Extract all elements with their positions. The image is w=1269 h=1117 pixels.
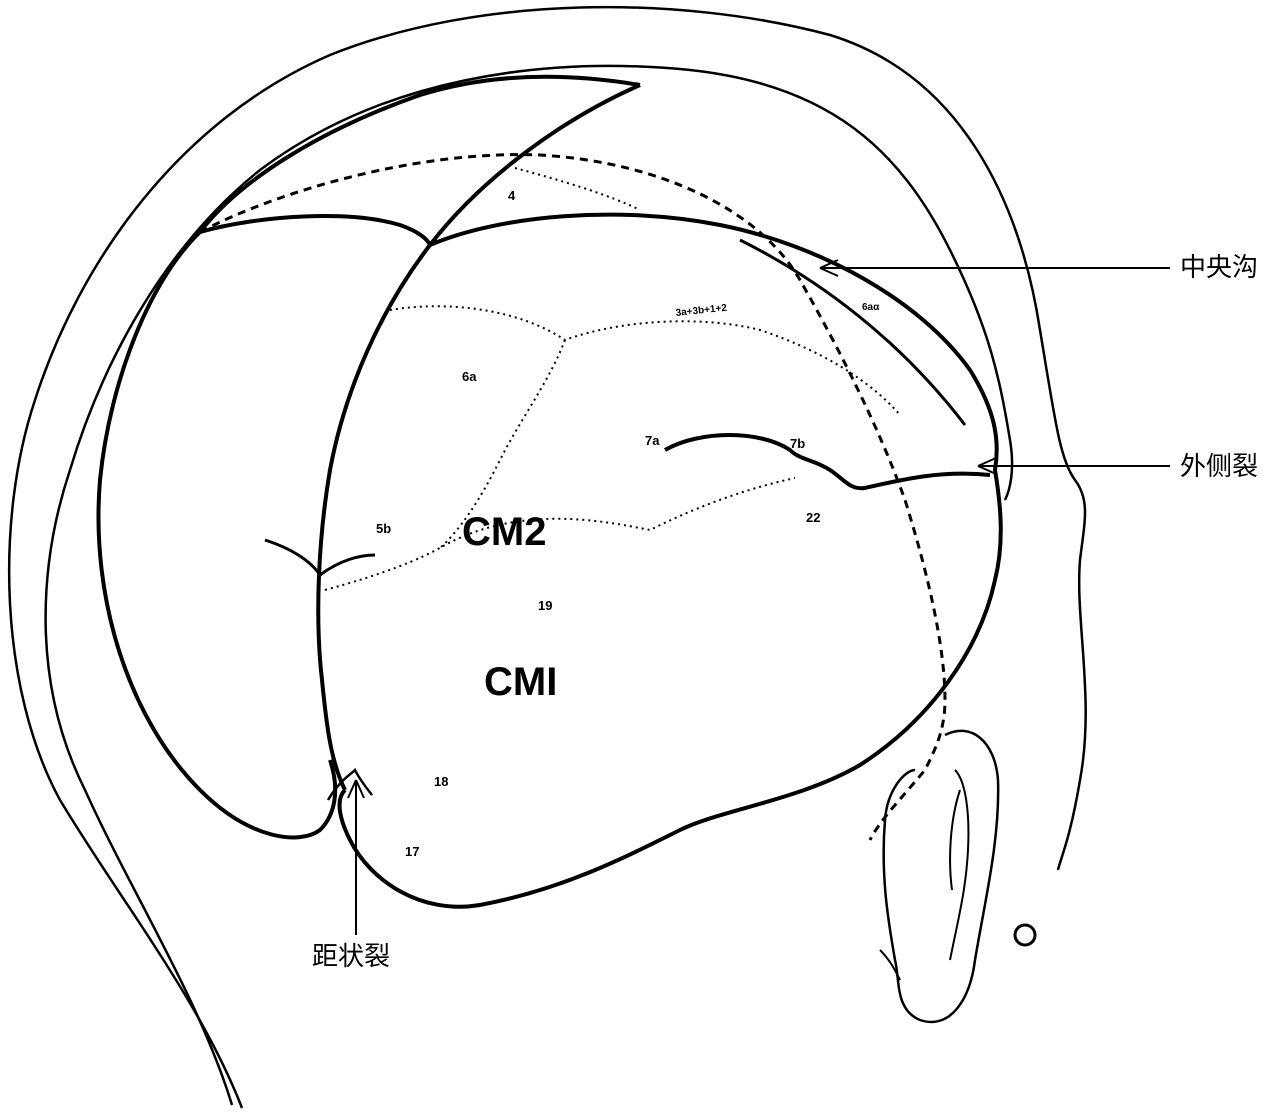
central-sulcus-arrowhead [819, 259, 839, 277]
area-label-cm1: CMI [484, 660, 557, 704]
sulcus-5b [264, 538, 376, 578]
area-label-3a: 3a+3b+1+2 [675, 303, 728, 319]
area-label-6a: 6a [462, 369, 477, 384]
top-gyrus-arc [198, 74, 641, 234]
hemisphere-outline [337, 212, 1003, 909]
area-boundary-cm2 [324, 477, 796, 591]
ear-outline [882, 729, 1000, 1024]
area-label-4: 4 [508, 188, 516, 203]
area-label-22: 22 [806, 510, 820, 525]
lateral-fissure-line [664, 433, 991, 491]
dashed-projection-outline [199, 153, 947, 841]
central-sulcus-label: 中央沟 [1180, 253, 1258, 283]
ear-marker [1013, 923, 1037, 947]
area-label-6aa: 6aα [862, 302, 880, 313]
medial-divider [316, 83, 641, 791]
skull-outline [44, 64, 1014, 1106]
area4-boundary [514, 167, 641, 211]
calcarine-arrowhead [347, 779, 365, 799]
area-label-18: 18 [434, 774, 448, 789]
lateral-fissure-label: 外侧裂 [1180, 452, 1258, 482]
ear-lobe-curl [879, 949, 901, 981]
lateral-fissure-arrowhead [977, 457, 997, 475]
area-label-7b: 7b [790, 436, 805, 451]
central-sulcus-line [739, 238, 967, 426]
area-label-17: 17 [405, 844, 419, 859]
ear-inner [949, 769, 970, 961]
occipital-lobe-outline [96, 230, 338, 840]
area-label-19: 19 [538, 598, 552, 613]
head-outline [7, 5, 1087, 1109]
calcarine-fissure-label: 距状裂 [312, 942, 390, 972]
area-label-cm2: CM2 [462, 510, 546, 554]
calcarine-branch [326, 767, 373, 801]
area-label-7a: 7a [645, 433, 660, 448]
top-inner-arc [199, 214, 432, 246]
area-label-5b: 5b [376, 521, 391, 536]
